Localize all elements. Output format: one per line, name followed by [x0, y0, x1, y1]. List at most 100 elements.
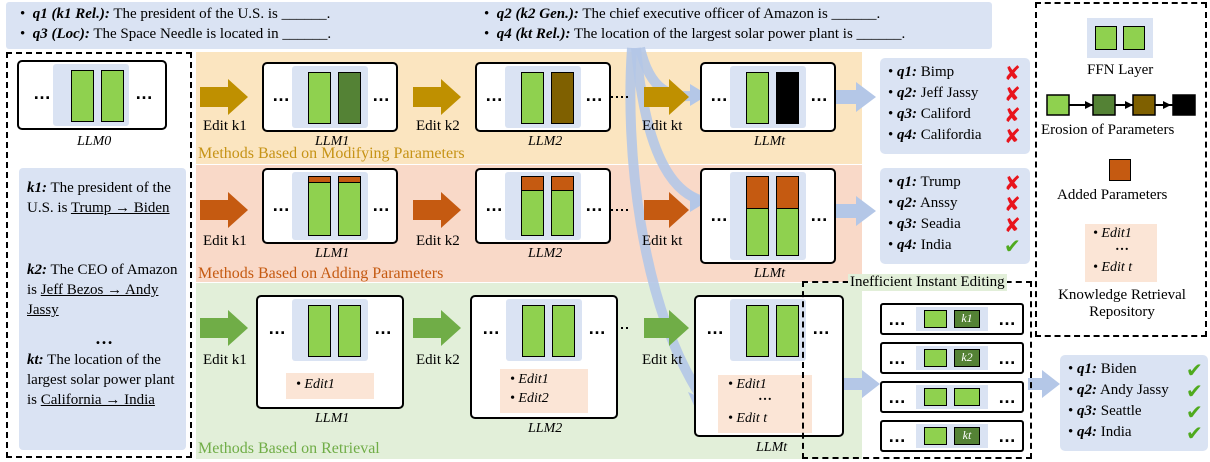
result-answer: Califordia: [920, 127, 982, 143]
inefficient-label: Inefficient Instant Editing: [848, 274, 1007, 291]
instant-row: … …: [880, 381, 1024, 413]
arrowhead: [690, 190, 708, 212]
dots: …: [135, 83, 153, 103]
instant-row: … kt …: [880, 420, 1024, 452]
edit-item: • Edit t: [1093, 260, 1133, 275]
edit-item-text: Edit t: [736, 411, 768, 426]
dots: …: [372, 195, 390, 215]
dots: …: [810, 205, 828, 225]
legend-ffn-label: FFN Layer: [1087, 62, 1154, 78]
llm1-label: LLM1: [315, 134, 350, 149]
ffn-bar: [101, 70, 124, 122]
dots: …: [585, 195, 603, 215]
llm2-label: LLM2: [528, 246, 563, 261]
edit-item: • Edit t: [728, 411, 768, 426]
result-q: q4:: [897, 237, 918, 253]
dots: …: [810, 85, 828, 105]
result-answer: Seattle: [1100, 403, 1142, 419]
ffn-bar: [776, 305, 799, 357]
add-arrows: [200, 192, 689, 228]
llm1-label: LLM1: [315, 246, 350, 261]
result-answer: Trump: [920, 174, 961, 190]
added-param: [746, 176, 769, 210]
llm2-retrieval-box: … … • Edit1 • Edit2: [470, 295, 618, 419]
result-q: q2:: [897, 85, 918, 101]
result-q: q2:: [897, 195, 918, 211]
erosion-step: [1046, 94, 1070, 116]
result-answer: Biden: [1100, 361, 1137, 377]
cross-icon: ✘: [1004, 192, 1021, 216]
fact-update: California → India: [40, 392, 155, 408]
results-add: • q1: Trump • q2: Anssy • q3: Seadia • q…: [880, 168, 1030, 264]
query-2: • q2 (k2 Gen.): The chief executive offi…: [484, 6, 881, 22]
cross-icon: ✘: [1004, 103, 1021, 127]
queries-panel: • q1 (k1 Rel.): The president of the U.S…: [6, 2, 992, 49]
edit-dots: …: [1115, 239, 1129, 254]
llmt-add-box: … …: [700, 168, 836, 264]
result-line: • q3: Califord: [888, 106, 971, 122]
dots: …: [585, 85, 603, 105]
retrieval-arrows: [200, 310, 689, 346]
result-answer: India: [920, 237, 952, 253]
edit-label: Edit k1: [203, 352, 247, 368]
ffn-bar-eroded: [551, 72, 574, 124]
dots: …: [268, 318, 286, 338]
left-panel: [6, 52, 192, 458]
band-retrieval-label: Methods Based on Retrieval: [198, 440, 380, 457]
ffn-bar: [338, 182, 361, 236]
llm1-label: LLM1: [315, 411, 350, 426]
edit-item-text: Edit1: [1101, 226, 1132, 241]
ffn-bar-edited: k1: [954, 310, 980, 328]
output-arrow: [836, 82, 876, 112]
retrieval-row-arrow: [842, 370, 880, 398]
legend-ffn-bar: [1095, 26, 1117, 50]
fact-dots: …: [95, 328, 113, 348]
added-param: [776, 176, 799, 210]
instant-row: … k2 …: [880, 342, 1024, 374]
llmt-label: LLMt: [754, 266, 786, 281]
output-arrows: [836, 82, 1060, 398]
band-add-label: Methods Based on Adding Parameters: [198, 265, 444, 282]
ffn-bar: [924, 388, 947, 406]
query-1-label: q1 (k1 Rel.):: [32, 6, 110, 22]
llm0-box: … …: [17, 60, 167, 130]
result-answer: Anssy: [919, 195, 958, 211]
edit-arrow: [413, 310, 461, 346]
llmt-retrieval-box: … … • Edit1 … • Edit t: [694, 295, 844, 437]
output-arrow: [1028, 370, 1060, 398]
dots: …: [998, 387, 1016, 407]
dots: …: [272, 85, 290, 105]
edit-repo: • Edit1 … • Edit t: [718, 375, 812, 433]
check-icon: ✔: [1186, 421, 1203, 445]
edit-item-text: Edit1: [736, 377, 767, 392]
dots: …: [888, 309, 906, 329]
ffn-bar: [521, 72, 544, 124]
ffn-bar: [71, 70, 94, 122]
edit-label: Edit k2: [416, 118, 460, 134]
ffn-bar: [924, 310, 947, 328]
modify-arrows: [200, 79, 689, 115]
edit-item: • Edit1: [1093, 226, 1132, 241]
instant-row: … k1 …: [880, 303, 1024, 335]
edit-label: Edit k1: [203, 233, 247, 249]
dots: …: [998, 309, 1016, 329]
edit-arrow: [644, 192, 689, 228]
edit-repo: • Edit1: [286, 373, 374, 399]
dots: …: [374, 318, 392, 338]
llm2-add-box: … …: [475, 168, 611, 244]
dots: …: [710, 85, 728, 105]
edit-item: • Edit1: [728, 377, 767, 392]
result-q: q1:: [1077, 361, 1098, 377]
dots: …: [710, 205, 728, 225]
fact-text: The CEO of Amazon is: [27, 262, 178, 298]
result-line: • q2: Andy Jassy: [1068, 382, 1169, 398]
result-q: q1:: [897, 174, 918, 190]
erosion-step: [1092, 94, 1116, 116]
dots: …: [372, 85, 390, 105]
dots: …: [33, 83, 51, 103]
ffn-bar: [954, 388, 980, 406]
check-icon: ✔: [1186, 400, 1203, 424]
ffn-bar: [746, 305, 769, 357]
dots: …: [812, 318, 830, 338]
ffn-bar: [522, 305, 545, 357]
